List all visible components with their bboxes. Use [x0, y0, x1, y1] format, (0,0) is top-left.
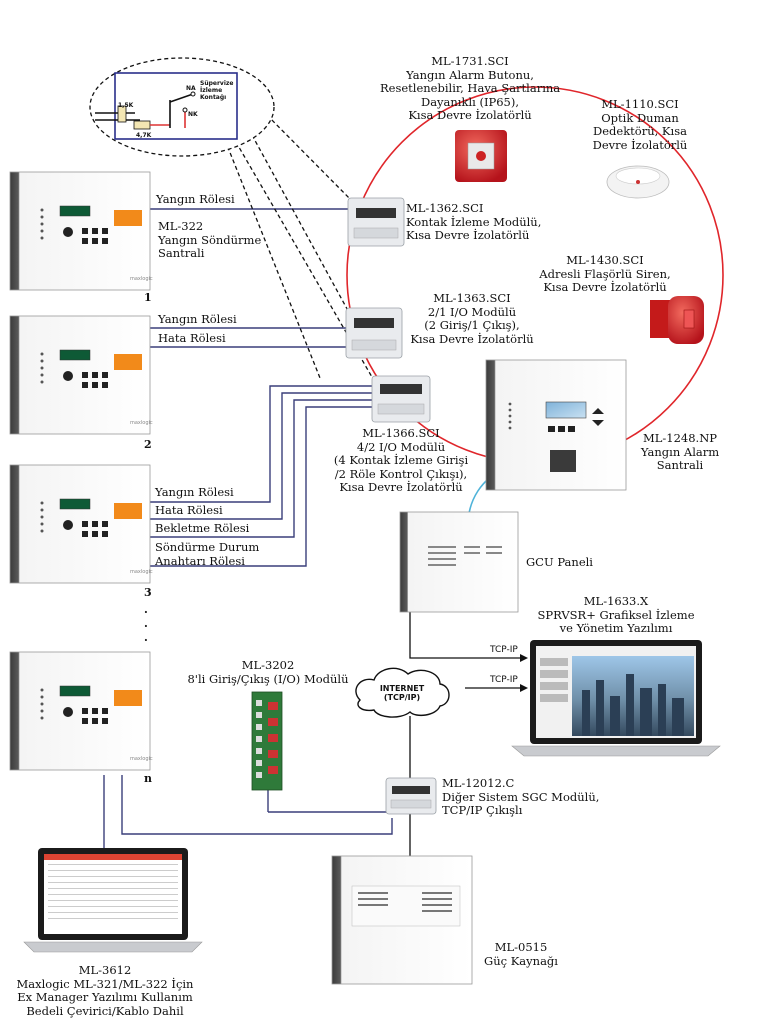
- resistor-2: [133, 120, 151, 130]
- svg-text:maxlogic: maxlogic: [130, 569, 153, 575]
- device-ml1731-callpoint: [455, 130, 507, 182]
- module-ml3202: [251, 691, 283, 791]
- label-ml1248: ML-1248.NP Yangın Alarm Santrali: [640, 431, 720, 472]
- arrow-to-laptop-1: [520, 654, 528, 662]
- inset-nk: NK: [188, 111, 198, 118]
- relay-label-p3-status: Söndürme Durum Anahtarı Rölesi: [155, 540, 260, 568]
- relay-label-p3-fault: Hata Rölesi: [155, 503, 223, 517]
- wire-p3-hold-relay: [150, 399, 376, 538]
- inset-label: Süpervize İzleme Kontağı: [200, 80, 234, 101]
- internet-label: INTERNET (TCP/IP): [379, 684, 425, 702]
- svg-text:maxlogic: maxlogic: [130, 276, 153, 282]
- panel-3: maxlogic: [9, 464, 153, 584]
- panel-3-index: 3: [144, 586, 152, 599]
- label-ml1366: ML-1366.SCI 4/2 I/O Modülü (4 Kontak İzl…: [333, 426, 469, 494]
- inset-ellipse: [89, 57, 275, 157]
- wire-p3-fault-relay: [150, 392, 376, 520]
- label-ml0515: ML-0515 Güç Kaynağı: [484, 940, 558, 968]
- module-ml1362: [347, 197, 405, 247]
- relay-label-p3-fire: Yangın Rölesi: [155, 485, 234, 499]
- relay-label-p3-hold: Bekletme Rölesi: [155, 521, 250, 535]
- panel-ml0515: [331, 855, 473, 985]
- wire-pn-bus: [121, 775, 393, 835]
- label-ml1110: ML-1110.SCI Optik Duman Dedektörü, Kısa …: [592, 97, 688, 152]
- label-ml1633: ML-1633.X SPRVSR+ Grafiksel İzleme ve Yö…: [537, 594, 695, 635]
- panel-n: maxlogic: [9, 651, 153, 771]
- wire-p3-fire-relay: [150, 385, 376, 503]
- panel-2-index: 2: [144, 438, 152, 451]
- device-ml1430-siren: [650, 296, 704, 344]
- laptop-ml1633: [511, 640, 721, 757]
- relay-label-p2-fire: Yangın Rölesi: [158, 312, 237, 326]
- module-ml1363: [345, 307, 403, 359]
- laptop-ml3612: [23, 848, 203, 953]
- panel-1-index: 1: [144, 291, 152, 304]
- wire-p3-status-relay: [150, 406, 376, 567]
- panel-ml1248: [485, 359, 627, 491]
- panel-gcu: [399, 511, 519, 613]
- label-ml1731: ML-1731.SCI Yangın Alarm Butonu, Resetle…: [380, 54, 561, 122]
- supervision-inset: [89, 57, 275, 157]
- dash-1: [261, 109, 357, 206]
- relay-label-p1-fire: Yangın Rölesi: [156, 192, 235, 206]
- dash-4: [224, 139, 321, 379]
- arrow-to-laptop-2: [520, 684, 528, 692]
- inset-na: NA: [186, 85, 196, 92]
- label-ml3612: ML-3612 Maxlogic ML-321/ML-322 İçin Ex M…: [16, 963, 194, 1018]
- inset-res2: 4,7K: [136, 132, 152, 139]
- relay-label-p2-fault: Hata Rölesi: [158, 331, 226, 345]
- label-ml1430: ML-1430.SCI Adresli Flaşörlü Siren, Kısa…: [539, 253, 671, 294]
- label-ml12012: ML-12012.C Diğer Sistem SGC Modülü, TCP/…: [442, 776, 600, 817]
- panel-1-label: ML-322 Yangın Söndürme Santrali: [158, 219, 262, 260]
- svg-text:maxlogic: maxlogic: [130, 420, 153, 426]
- inset-res1: 1,5K: [118, 102, 134, 109]
- svg-text:maxlogic: maxlogic: [130, 756, 153, 762]
- label-gcu: GCU Paneli: [526, 555, 593, 569]
- module-ml1366: [371, 375, 431, 423]
- tcp-label-1: TCP-IP: [490, 645, 518, 655]
- internet-cloud: [355, 667, 450, 718]
- device-ml1110-detector: [606, 165, 670, 199]
- tcp-label-2: TCP-IP: [490, 675, 518, 685]
- inset-box: [114, 72, 238, 140]
- panel-ellipsis: ...: [144, 603, 148, 644]
- panel-1: maxlogic: [9, 171, 153, 291]
- dash-2: [251, 134, 353, 319]
- panel-2: maxlogic: [9, 315, 153, 435]
- label-ml1363: ML-1363.SCI 2/1 I/O Modülü (2 Giriş/1 Çı…: [410, 291, 534, 346]
- label-ml1362: ML-1362.SCI Kontak İzleme Modülü, Kısa D…: [406, 201, 542, 242]
- panel-n-index: n: [144, 772, 152, 785]
- resistor-1: [117, 105, 127, 123]
- module-ml12012: [385, 777, 437, 815]
- label-ml3202: ML-3202 8'li Giriş/Çıkış (I/O) Modülü: [187, 658, 349, 686]
